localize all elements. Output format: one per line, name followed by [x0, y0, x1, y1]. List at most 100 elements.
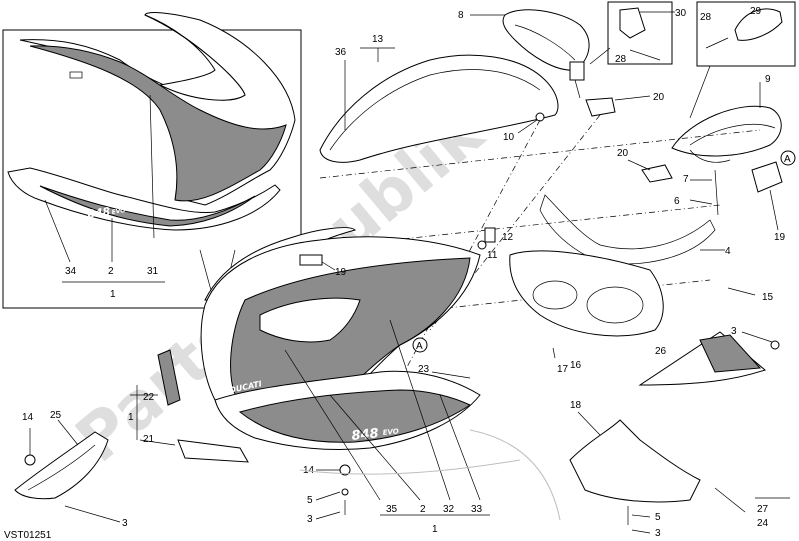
- headlight-lens-right: [586, 286, 644, 324]
- fasteners-11-12: 12 11: [477, 227, 514, 261]
- leader-18: [577, 411, 601, 436]
- screw-15: [727, 287, 756, 296]
- inset-windscreen-edge: [144, 14, 246, 101]
- label-10: 10: [503, 132, 515, 143]
- detail1-pointer: [589, 47, 611, 65]
- label-3a: 3: [731, 326, 737, 337]
- ref-a-left: A: [416, 341, 423, 352]
- left-mirror-group: 8: [458, 9, 590, 99]
- bracket-19-right: [751, 161, 783, 193]
- bracket-20-upper: [585, 97, 616, 117]
- side-panel-26-group: 3 26: [638, 326, 780, 386]
- label-8: 8: [458, 10, 464, 21]
- left-lower-panel: 25 14 3: [14, 410, 128, 529]
- leader-10: [517, 119, 538, 134]
- evo-decal: EVO: [382, 427, 399, 437]
- ghost-outline: [299, 429, 561, 521]
- detail2-pointer: [689, 65, 711, 119]
- lower-bracket-group: 18 5 3 27 24: [569, 400, 790, 539]
- label-13: 13: [372, 34, 384, 45]
- label-3c: 3: [307, 514, 313, 525]
- leader-5b: [631, 514, 651, 518]
- fastener-16: [552, 347, 556, 359]
- left-mirror-housing: [502, 9, 590, 71]
- subframe-outline: [539, 194, 716, 265]
- label-35: 35: [386, 504, 398, 515]
- leader-19a: [321, 261, 336, 271]
- nut-11: [477, 240, 487, 250]
- screw-28b: [705, 37, 729, 49]
- mirror-bracket-30: [619, 7, 646, 39]
- small-fasteners-upper: 10 7 6: [503, 112, 719, 216]
- label-12: 12: [502, 232, 514, 243]
- windscreen: [319, 54, 559, 163]
- panel-25: [14, 431, 109, 500]
- side-panel-22: [157, 349, 181, 406]
- leader-35: [284, 349, 381, 501]
- label-3b: 3: [122, 518, 128, 529]
- side-panel-21: [177, 439, 249, 463]
- right-mirror-line: [689, 124, 776, 146]
- label-2-inset: 2: [108, 266, 114, 277]
- right-mirror-wire: [689, 149, 731, 163]
- screw-3b: [64, 505, 121, 523]
- label-5b: 5: [655, 512, 661, 523]
- leader-20b: [627, 159, 651, 171]
- label-7: 7: [683, 174, 689, 185]
- right-mirror-housing: [671, 105, 782, 157]
- label-33: 33: [471, 504, 483, 515]
- label-28b: 28: [700, 12, 712, 23]
- washer-5a: [341, 488, 349, 496]
- drawing-code: VST01251: [4, 530, 52, 541]
- inset-lower-paint: [39, 185, 256, 227]
- mirror-bracket-29: [734, 8, 783, 41]
- leader-31: [149, 94, 155, 239]
- ref-a-right-circle: [780, 150, 796, 166]
- label-19b: 19: [774, 232, 786, 243]
- label-15: 15: [762, 292, 774, 303]
- label-20a: 20: [653, 92, 665, 103]
- label-1a: 1: [128, 412, 134, 423]
- lower-center-fasteners: 14 5 3: [303, 464, 351, 525]
- nut-10: [535, 112, 545, 122]
- label-30: 30: [675, 8, 687, 19]
- label-29: 29: [750, 6, 762, 17]
- label-24: 24: [757, 518, 769, 529]
- fastener-3a: [770, 340, 780, 350]
- screw-28a: [629, 49, 661, 61]
- label-34: 34: [65, 266, 77, 277]
- label-23: 23: [418, 364, 430, 375]
- label-20b: 20: [617, 148, 629, 159]
- leader-25: [57, 419, 79, 446]
- leader-3a: [741, 331, 773, 343]
- ref-a-left-circle: [412, 337, 428, 353]
- leader-33: [439, 394, 481, 501]
- leader-2: [329, 394, 421, 501]
- inset-evo-decal: EVO: [111, 207, 126, 216]
- leader-3c: [315, 511, 341, 520]
- leader-5a: [315, 491, 341, 501]
- fastener-14a: [24, 454, 36, 466]
- leader-23: [431, 371, 471, 379]
- right-mirror-group: 9: [671, 74, 782, 163]
- inset-vent: [69, 71, 83, 79]
- label-1b: 1: [432, 524, 438, 535]
- label-4: 4: [725, 246, 731, 257]
- label-11: 11: [487, 250, 498, 261]
- label-21: 21: [143, 434, 155, 445]
- leader-34: [44, 199, 71, 263]
- label-31: 31: [147, 266, 159, 277]
- inset-fairing-paint: [29, 45, 287, 202]
- screw-7: [714, 169, 719, 216]
- label-36: 36: [335, 47, 347, 58]
- label-32: 32: [443, 504, 455, 515]
- label-1-inset: 1: [110, 289, 116, 300]
- main-fairing-group: 848 EVO DUCATI 19: [200, 227, 481, 451]
- label-26: 26: [655, 346, 667, 357]
- bracket-20-lower: [641, 164, 673, 183]
- label-25: 25: [50, 410, 62, 421]
- side-panel-26-paint: [699, 334, 762, 373]
- leader-24: [714, 487, 746, 513]
